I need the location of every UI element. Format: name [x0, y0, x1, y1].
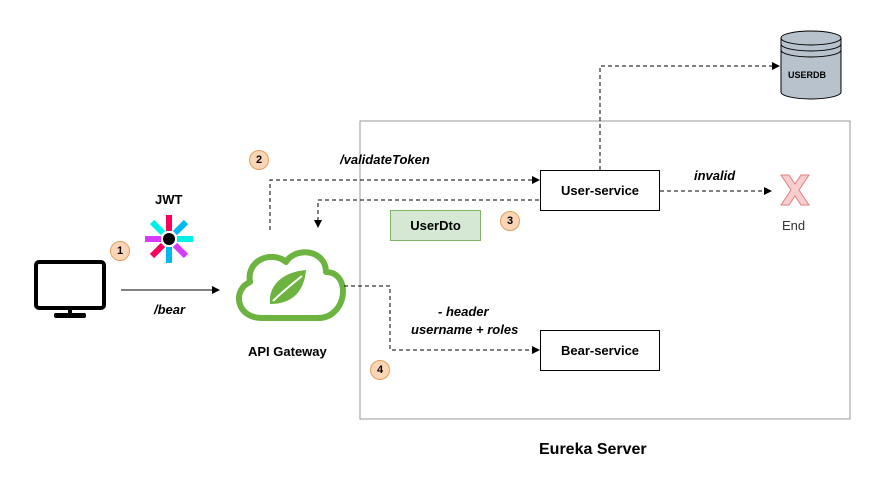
database-icon — [780, 30, 842, 100]
jwt-label: JWT — [155, 192, 183, 207]
bear-service-label: Bear-service — [560, 343, 640, 358]
end-x-icon — [780, 174, 810, 206]
header-label: - header — [438, 304, 489, 319]
username-roles-label: username + roles — [411, 322, 519, 337]
invalid-label: invalid — [694, 168, 736, 183]
step-3-badge: 3 — [500, 211, 520, 231]
userdto-label: UserDto — [410, 218, 461, 233]
bear-service-arrow — [344, 285, 540, 354]
bear-path-label: /bear — [154, 302, 186, 317]
userdto-box: UserDto — [390, 210, 481, 241]
step-4-badge: 4 — [370, 360, 390, 380]
step-1-badge: 1 — [110, 241, 130, 261]
validate-token-arrow — [269, 176, 540, 230]
monitor-icon — [34, 260, 106, 318]
user-service-label: User-service — [560, 183, 640, 198]
spring-cloud-icon — [236, 249, 347, 321]
user-service-box: User-service — [540, 170, 660, 211]
validate-token-label: /validateToken — [340, 152, 430, 167]
eureka-server-container — [359, 120, 851, 420]
jwt-logo-icon — [145, 215, 193, 263]
userdto-return-arrow — [314, 199, 539, 228]
api-gateway-label: API Gateway — [248, 344, 327, 359]
eureka-server-label: Eureka Server — [539, 441, 647, 458]
step-2-badge: 2 — [249, 150, 269, 170]
end-label: End — [782, 218, 806, 233]
userdb-label: USERDB — [788, 70, 827, 80]
bear-service-box: Bear-service — [540, 330, 660, 371]
